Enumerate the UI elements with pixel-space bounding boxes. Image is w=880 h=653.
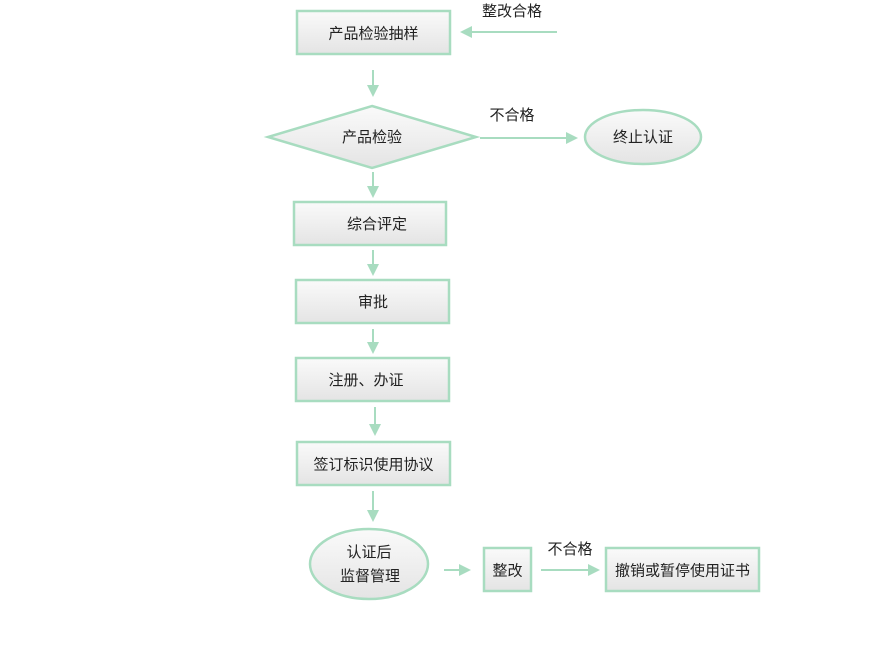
edge-label-rectified-ok: 整改合格 [482,2,542,20]
node-rectify: 整改 [482,546,533,593]
edge-registration-to-agreement [369,407,381,436]
edge-rectify-to-revoke [541,564,600,576]
node-label: 综合评定 [347,215,407,233]
node-label: 产品检验抽样 [328,25,418,43]
edge-inspection-to-terminate [480,132,578,144]
edge-label-unqualified: 不合格 [547,540,592,558]
node-registration: 注册、办证 [294,356,451,403]
node-label: 撤销或暂停使用证书 [615,562,750,580]
node-label-line2: 监督管理 [340,567,400,585]
node-label: 终止认证 [613,128,673,146]
node-label-line1: 认证后 [346,543,391,561]
edge-approval-to-registration [367,329,379,354]
edge-supervision-to-rectify [444,564,471,576]
node-supervision: 认证后 监督管理 [308,527,430,601]
node-evaluation: 综合评定 [292,200,448,247]
node-label: 注册、办证 [328,371,403,389]
edge-agreement-to-supervision [367,491,379,522]
node-label: 审批 [358,293,388,311]
node-label: 产品检验 [342,128,402,146]
decision-inspection: 产品检验 [263,104,481,170]
node-revoke: 撤销或暂停使用证书 [604,546,761,593]
node-agreement: 签订标识使用协议 [295,440,452,487]
node-approval: 审批 [294,278,451,325]
node-label: 整改 [492,562,522,580]
node-terminate: 终止认证 [583,108,703,166]
edge-label-unqualified: 不合格 [489,106,534,124]
node-sampling: 产品检验抽样 [295,9,452,56]
edge-inspection-to-evaluation [367,172,379,198]
edge-rectified-to-sampling [460,26,557,38]
edge-sampling-to-inspection [367,70,379,97]
edge-evaluation-to-approval [367,250,379,276]
node-label: 签订标识使用协议 [313,456,433,474]
